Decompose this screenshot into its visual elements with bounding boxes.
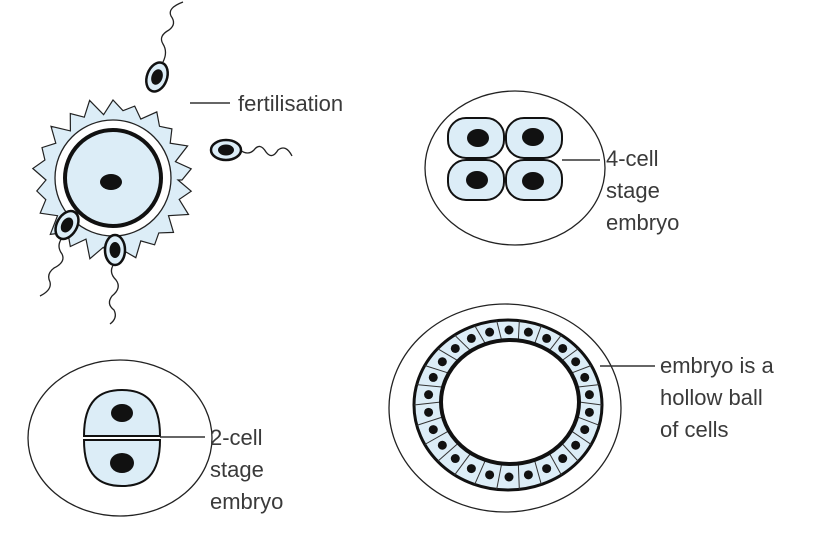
- sperm-cells: [39, 1, 293, 325]
- cell-wall: [424, 430, 450, 445]
- cell-wall: [474, 325, 486, 345]
- nucleus: [584, 390, 594, 400]
- nucleus: [522, 128, 544, 146]
- four-cell-label-line1: 4-cell: [606, 146, 659, 171]
- cell-wall: [517, 320, 520, 341]
- cell-wall: [548, 334, 562, 352]
- cell-wall: [424, 365, 450, 374]
- cell-wall: [533, 459, 542, 485]
- hollow-ball-label-line3: of cells: [660, 417, 728, 442]
- cell-wall: [416, 416, 444, 426]
- sperm-head: [209, 138, 243, 162]
- nucleus: [542, 333, 552, 343]
- cell-wall: [496, 463, 503, 490]
- nucleus: [485, 470, 495, 480]
- nucleus: [558, 343, 568, 353]
- cell-wall: [517, 463, 520, 490]
- nucleus: [571, 357, 581, 367]
- cell-wall: [570, 430, 592, 445]
- cell-wall: [533, 325, 542, 345]
- cell-wall: [578, 401, 603, 406]
- nucleus: [504, 472, 514, 482]
- two-cell-embryo: [27, 359, 213, 517]
- cell-wall: [548, 452, 562, 476]
- sperm-head: [54, 209, 80, 241]
- nucleus: [523, 327, 533, 337]
- nucleus: [428, 372, 438, 382]
- cell-wall: [561, 348, 579, 362]
- nucleus: [523, 470, 533, 480]
- nucleus: [580, 372, 590, 382]
- cell-wall: [561, 442, 579, 462]
- sperm-head: [103, 233, 127, 267]
- sperm-tail: [108, 263, 119, 325]
- nucleus: [428, 425, 438, 435]
- nucleus: [542, 464, 552, 474]
- nucleus: [450, 343, 460, 353]
- nucleus: [424, 407, 434, 417]
- cell-wall: [454, 334, 472, 352]
- sperm-tail: [39, 237, 64, 297]
- nucleus: [584, 407, 594, 417]
- cell-wall: [576, 416, 600, 426]
- nucleus: [437, 440, 447, 450]
- nucleus: [437, 357, 447, 367]
- cell-wall: [437, 442, 459, 462]
- two-cell-label-line2: stage: [210, 457, 264, 482]
- hollow-ball-embryo: [388, 303, 622, 513]
- nucleus: [467, 129, 489, 147]
- cell-wall: [496, 320, 503, 341]
- two-cell-label-line1: 2-cell: [210, 425, 263, 450]
- nucleus: [466, 171, 488, 189]
- cell-wall: [437, 348, 459, 362]
- nucleus: [580, 425, 590, 435]
- four-cell-label-line2: stage: [606, 178, 660, 203]
- hollow-ball-label-line1: embryo is a: [660, 353, 774, 378]
- nucleus: [111, 404, 133, 422]
- cell-wall: [570, 365, 592, 374]
- cell-wall: [416, 384, 444, 388]
- nucleus: [485, 327, 495, 337]
- hollow-ball-label-line2: hollow ball: [660, 385, 763, 410]
- hollow-cavity: [439, 338, 581, 466]
- cell-wall: [454, 452, 472, 476]
- four-cell-embryo: [424, 90, 606, 246]
- cell-layer: [413, 320, 603, 490]
- nucleus: [558, 454, 568, 464]
- two-cell-label-line3: embryo: [210, 489, 283, 514]
- nucleus: [522, 172, 544, 190]
- sperm-tail: [239, 145, 293, 157]
- egg-nucleus: [100, 174, 122, 190]
- nucleus: [424, 390, 434, 400]
- four-cell-label-line3: embryo: [606, 210, 679, 235]
- nucleus: [466, 464, 476, 474]
- nucleus: [450, 454, 460, 464]
- nucleus: [504, 325, 514, 335]
- cell-wall: [576, 384, 600, 388]
- fertilisation-label: fertilisation: [238, 91, 343, 116]
- sperm-head: [145, 61, 169, 93]
- cell-wall: [474, 459, 486, 485]
- nucleus: [466, 333, 476, 343]
- nucleus: [571, 440, 581, 450]
- cell-wall: [413, 401, 442, 406]
- two-cell-membrane: [27, 359, 213, 517]
- nucleus: [110, 453, 134, 473]
- sperm-tail: [160, 1, 184, 63]
